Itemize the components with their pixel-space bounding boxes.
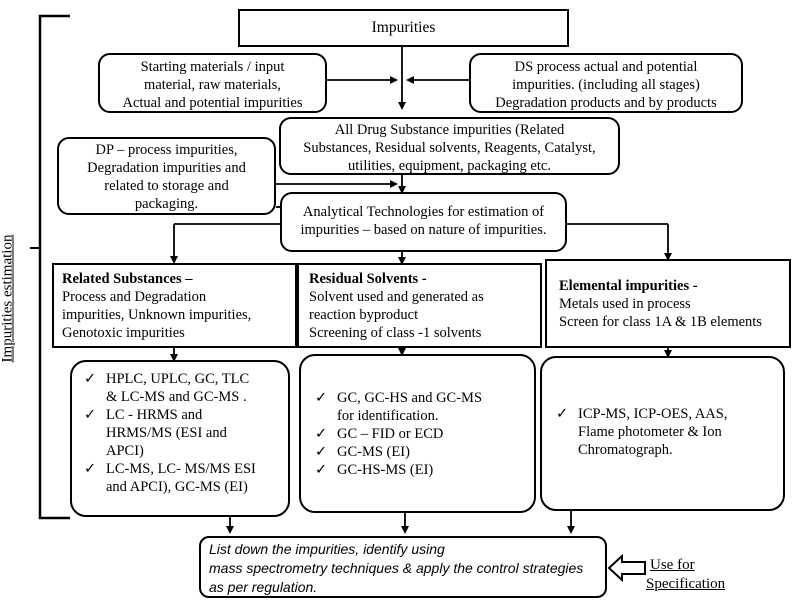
text-line: material, raw materials, [144,77,281,93]
estimation-bracket [38,14,70,520]
check-icon: ✓ [315,426,328,442]
check-icon: ✓ [315,390,328,406]
impurities-title: Impurities [371,19,436,36]
text-line: Metals used in process [559,296,691,312]
technique-item: ✓ ICP-MS, ICP-OES, AAS, Flame photometer… [554,405,777,459]
text-line: APCI) [106,443,144,459]
text-line: GC-HS-MS (EI) [337,462,434,478]
text-line: utilities, equipment, packaging etc. [348,158,551,174]
category-title: Elemental impurities - [559,278,698,294]
analytical-box: Analytical Technologies for estimation o… [280,192,567,252]
category-title: Related Substances – [62,271,193,287]
elemental-techniques-box: ✓ ICP-MS, ICP-OES, AAS, Flame photometer… [540,356,785,511]
technique-item: ✓ GC-HS-MS (EI) [313,461,528,479]
ds-process-box: DS process actual and potential impuriti… [469,53,743,113]
text-line: impurities. (including all stages) [512,77,700,93]
text-line: Process and Degradation [62,289,207,305]
text-line: Degradation impurities and [87,160,246,176]
text-line: reaction byproduct [309,307,419,323]
text-line: Solvent used and generated as [309,289,484,305]
text-line: Genotoxic impurities [62,325,185,341]
text-line: Flame photometer & Ion [578,424,722,440]
technique-item: ✓ LC-MS, LC- MS/MS ESI and APCI), GC-MS … [82,460,282,496]
check-icon: ✓ [315,462,328,478]
technique-item: ✓ LC - HRMS and HRMS/MS (ESI and APCI) [82,406,282,460]
check-icon: ✓ [84,371,97,387]
starting-materials-box: Starting materials / input material, raw… [98,53,327,113]
residual-techniques-box: ✓ GC, GC-HS and GC-MS for identification… [299,354,536,513]
text-line: DP – process impurities, [95,142,238,158]
check-icon: ✓ [315,444,328,460]
text-line: Actual and potential impurities [122,95,303,111]
text-line: GC, GC-HS and GC-MS [337,390,483,406]
technique-item: ✓ GC, GC-HS and GC-MS for identification… [313,389,528,425]
use-for-specification: Use for Specification [646,556,746,594]
check-icon: ✓ [84,461,97,477]
elemental-impurities-box: Elemental impurities - Metals used in pr… [545,259,791,348]
text-line: Screening of class -1 solvents [309,325,482,341]
check-icon: ✓ [84,407,97,423]
text-line: impurities, Unknown impurities, [62,307,252,323]
technique-item: ✓ GC – FID or ECD [313,425,528,443]
related-substances-box: Related Substances – Process and Degrada… [52,263,297,348]
text-line: Chromatograph. [578,442,673,458]
text-line: Starting materials / input [140,59,285,75]
residual-solvents-box: Residual Solvents - Solvent used and gen… [297,263,542,348]
impurities-box: Impurities [238,9,569,47]
impurities-estimation-label: Impurities estimation [0,234,16,363]
text-line: List down the impurities, identify using [209,541,445,557]
text-line: Specification [646,576,726,592]
text-line: Use for [650,557,695,573]
text-line: LC - HRMS and [106,407,203,423]
text-line: mass spectrometry techniques & apply the… [209,560,584,576]
text-line: Analytical Technologies for estimation o… [302,204,545,220]
text-line: GC-MS (EI) [337,444,410,460]
text-line: HRMS/MS (ESI and [106,425,227,441]
text-line: related to storage and [104,178,229,194]
text-line: ICP-MS, ICP-OES, AAS, [578,406,728,422]
category-title: Residual Solvents - [309,271,427,287]
text-line: LC-MS, LC- MS/MS ESI [106,461,256,477]
text-line: HPLC, UPLC, GC, TLC [106,371,250,387]
dp-box: DP – process impurities, Degradation imp… [57,137,276,215]
text-line: GC – FID or ECD [337,426,444,442]
text-line: packaging. [134,196,199,212]
drug-substance-box: All Drug Substance impurities (Related S… [279,117,620,175]
text-line: Degradation products and by products [495,95,717,111]
text-line: for identification. [337,408,439,424]
text-line: Screen for class 1A & 1B elements [559,314,762,330]
text-line: impurities – based on nature of impuriti… [300,222,547,238]
text-line: All Drug Substance impurities (Related [334,122,565,138]
text-line: & LC-MS and GC-MS . [106,389,247,405]
technique-item: ✓ GC-MS (EI) [313,443,528,461]
list-down-box: List down the impurities, identify using… [199,536,607,598]
related-techniques-box: ✓ HPLC, UPLC, GC, TLC & LC-MS and GC-MS … [70,360,290,517]
technique-item: ✓ HPLC, UPLC, GC, TLC & LC-MS and GC-MS … [82,370,282,406]
text-line: Substances, Residual solvents, Reagents,… [303,140,596,156]
hollow-arrow-icon [607,553,646,583]
text-line: as per regulation. [209,579,318,595]
text-line: and APCI), GC-MS (EI) [106,479,248,495]
text-line: DS process actual and potential [514,59,698,75]
check-icon: ✓ [556,406,569,422]
